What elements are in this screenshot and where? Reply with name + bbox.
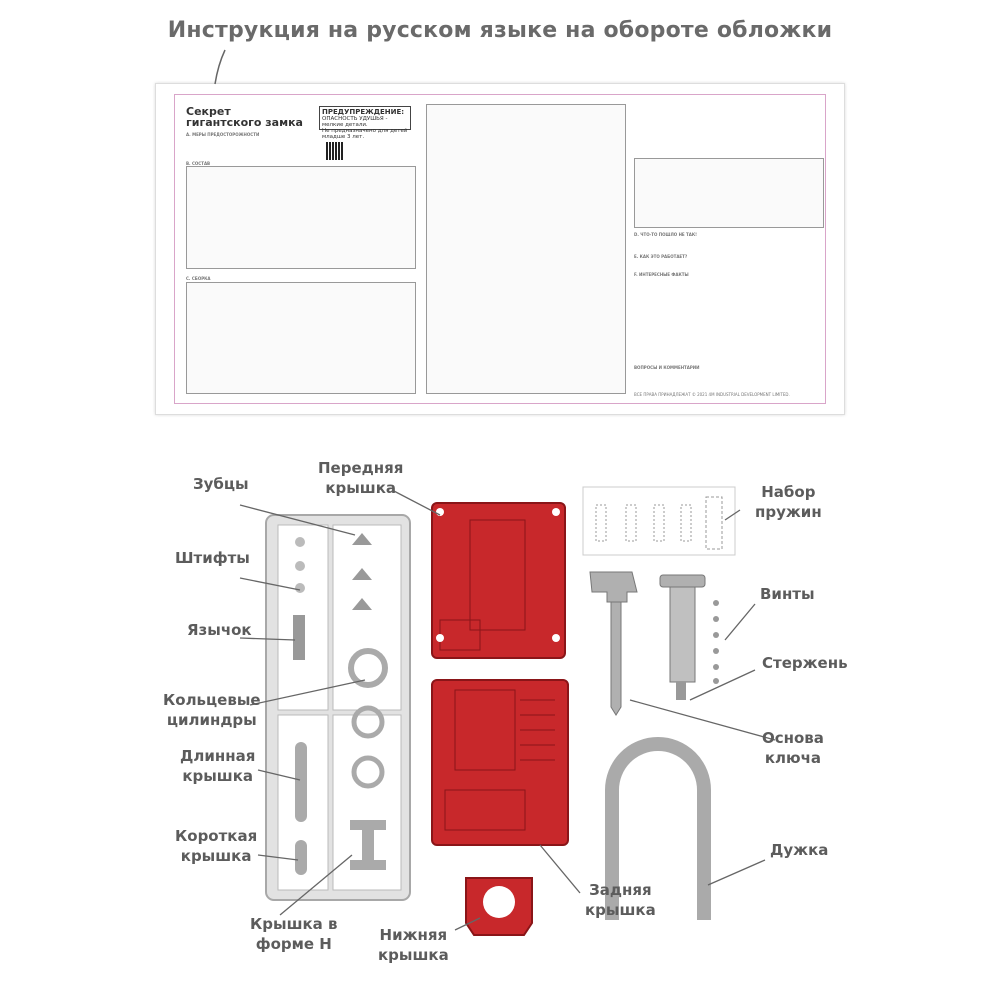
copyright: ВСЕ ПРАВА ПРИНАДЛЕЖАТ © 2021 4M INDUSTRI… (634, 392, 790, 397)
spring-set-part (582, 486, 736, 556)
short-cover-part (295, 840, 307, 875)
section-e-heading: E. КАК ЭТО РАБОТАЕТ? (634, 254, 688, 259)
bottom-cover-part (465, 877, 533, 936)
label-rod: Стержень (762, 654, 848, 672)
key-diagram (634, 158, 824, 228)
ring-cylinder (351, 705, 385, 739)
qr-code (326, 142, 344, 160)
pin-part (295, 583, 305, 593)
assembly-steps-2 (426, 104, 626, 394)
section-a-heading: A. МЕРЫ ПРЕДОСТОРОЖНОСТИ (186, 132, 260, 137)
screws-part (713, 600, 719, 684)
tooth-part (352, 568, 372, 580)
page-title: Инструкция на русском языке на обороте о… (167, 18, 833, 43)
section-c-heading: C. СБОРКА (186, 276, 211, 281)
section-f-heading: F. ИНТЕРЕСНЫЕ ФАКТЫ (634, 272, 689, 277)
label-latch: Язычок (187, 621, 252, 639)
ring-cylinder (351, 755, 385, 789)
h-cover-part (350, 820, 386, 870)
label-screws: Винты (760, 585, 815, 603)
warning-box: ПРЕДУПРЕЖДЕНИЕ:ОПАСНОСТЬ УДУШЬЯ - мелкие… (319, 106, 411, 140)
assembly-steps-1 (186, 282, 416, 394)
rod-part (659, 574, 706, 700)
leader-lines (239, 489, 776, 931)
sprue-frame (265, 514, 411, 901)
pin-part (295, 537, 305, 547)
ring-cylinder (348, 648, 388, 688)
section-d-heading: D. ЧТО-ТО ПОШЛО НЕ ТАК! (634, 232, 697, 237)
pin-part (295, 561, 305, 571)
latch-part (293, 615, 305, 660)
questions-heading: ВОПРОСЫ И КОММЕНТАРИИ (634, 365, 700, 370)
section-b-heading: B. СОСТАВ (186, 161, 211, 166)
title-leader-line (214, 49, 226, 85)
parts-grid (186, 166, 416, 269)
tooth-part (352, 598, 372, 610)
long-cover-part (295, 742, 307, 822)
tooth-part (352, 533, 372, 545)
key-base-part (589, 571, 638, 716)
sheet-border (174, 94, 826, 404)
back-cover-part (431, 679, 569, 846)
label-pins: Штифты (175, 549, 250, 567)
front-cover-part (431, 502, 566, 659)
label-teeth: Зубцы (193, 475, 249, 493)
label-shackle: Дужка (770, 841, 829, 859)
shackle-part (605, 737, 711, 920)
